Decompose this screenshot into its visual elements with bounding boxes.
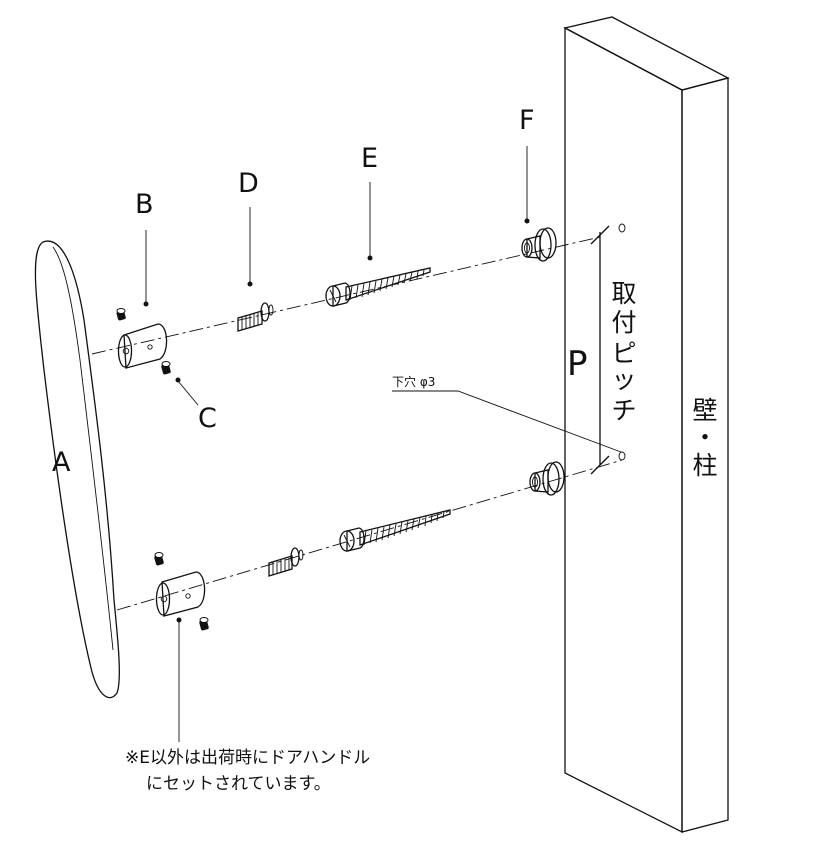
label-b: B xyxy=(135,189,154,220)
block-face xyxy=(117,334,133,368)
label-c: C xyxy=(198,403,217,434)
pitch-char-4: ッ xyxy=(611,365,636,394)
leader-note-dot xyxy=(176,617,182,623)
pitch-tick-top xyxy=(590,225,610,245)
lower-set-screw-bottom xyxy=(199,617,209,631)
part-labels: A B C D E F P 下穴 φ3 xyxy=(52,105,588,478)
lower-axis-line xyxy=(116,459,623,611)
upper-screw-e xyxy=(325,267,431,307)
upper-set-screw-top xyxy=(116,308,126,321)
pitch-char-3: ピ xyxy=(611,339,636,368)
note-line-2: にセットされています。 xyxy=(146,774,331,794)
label-e: E xyxy=(361,143,378,174)
block-hole xyxy=(122,347,130,355)
label-d: D xyxy=(238,168,259,199)
shipping-note: ※E以外は出荷時にドアハンドル にセットされています。 xyxy=(125,748,370,794)
label-pilot-hole: 下穴 φ3 xyxy=(392,374,435,389)
upper-bracket-f xyxy=(521,227,557,262)
wall-char-3: 柱 xyxy=(692,451,717,480)
leader-f-dot xyxy=(524,218,530,224)
label-a: A xyxy=(52,447,71,478)
leader-pilot-hole xyxy=(392,390,622,453)
wall-top-face xyxy=(563,16,730,91)
lower-pilot-hole xyxy=(618,451,626,461)
lower-screw-e xyxy=(339,509,451,552)
pitch-char-5: チ xyxy=(611,396,636,425)
lower-set-screw-top xyxy=(154,552,164,566)
block-body xyxy=(123,323,168,369)
wall-front-face xyxy=(564,26,683,834)
block-side-hole xyxy=(147,344,153,350)
handle-body xyxy=(34,240,120,699)
leader-d-dot xyxy=(247,281,253,287)
wall-vertical-label: 壁 ・ 柱 xyxy=(692,396,717,480)
wall-char-2: ・ xyxy=(692,423,717,452)
label-p: P xyxy=(567,344,588,384)
lower-assembly xyxy=(116,451,626,631)
lower-block-b xyxy=(155,571,206,617)
upper-set-screw-c xyxy=(161,361,171,375)
leader-b-dot xyxy=(143,301,149,307)
note-line-1: ※E以外は出荷時にドアハンドル xyxy=(125,748,370,768)
leader-lines xyxy=(143,146,622,742)
upper-pilot-hole xyxy=(618,223,626,233)
pitch-dimension xyxy=(590,225,610,475)
leader-c-dot xyxy=(175,377,181,383)
lower-bracket-f xyxy=(529,461,565,496)
wall-char-1: 壁 xyxy=(692,396,717,425)
wall-pillar xyxy=(563,16,730,834)
pitch-char-1: 取 xyxy=(611,279,636,308)
leader-e-dot xyxy=(367,255,373,261)
leader-c xyxy=(177,380,199,406)
lower-insert-d xyxy=(268,547,304,577)
upper-insert-d xyxy=(237,302,274,332)
handle-a xyxy=(34,240,120,699)
handle-edge-line xyxy=(52,246,114,651)
pitch-char-2: 付 xyxy=(611,308,636,337)
label-f: F xyxy=(519,105,535,136)
wall-side-face xyxy=(681,77,729,833)
upper-block-b xyxy=(117,323,168,369)
pitch-tick-bottom xyxy=(590,455,610,475)
pitch-vertical-label: 取 付 ピ ッ チ xyxy=(611,279,636,425)
upper-assembly xyxy=(91,223,626,375)
